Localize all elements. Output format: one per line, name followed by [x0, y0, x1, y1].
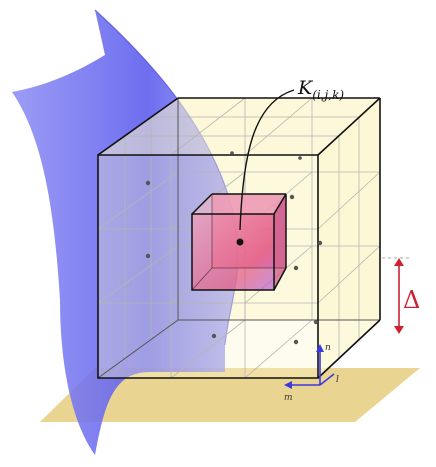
- axis-x-label: m: [284, 393, 293, 403]
- cell-subscript: (i,j,k): [312, 88, 344, 102]
- label-leader: [239, 89, 295, 231]
- corner-axes-arrows: [284, 344, 324, 389]
- outer-cube-edges: [97, 97, 381, 379]
- axis-y-label: n: [325, 343, 331, 353]
- grid-nodes: [145, 151, 323, 345]
- grid-lines: [97, 97, 381, 379]
- delta-label: Δ: [403, 286, 420, 314]
- inner-cell: [191, 193, 287, 291]
- corner-axes: [288, 348, 335, 386]
- cell-symbol: K: [297, 77, 314, 99]
- axis-z-label: l: [336, 375, 339, 385]
- center-node: [236, 238, 244, 246]
- delta-marker: [382, 257, 412, 334]
- cell-label: K(i,j,k): [297, 77, 344, 102]
